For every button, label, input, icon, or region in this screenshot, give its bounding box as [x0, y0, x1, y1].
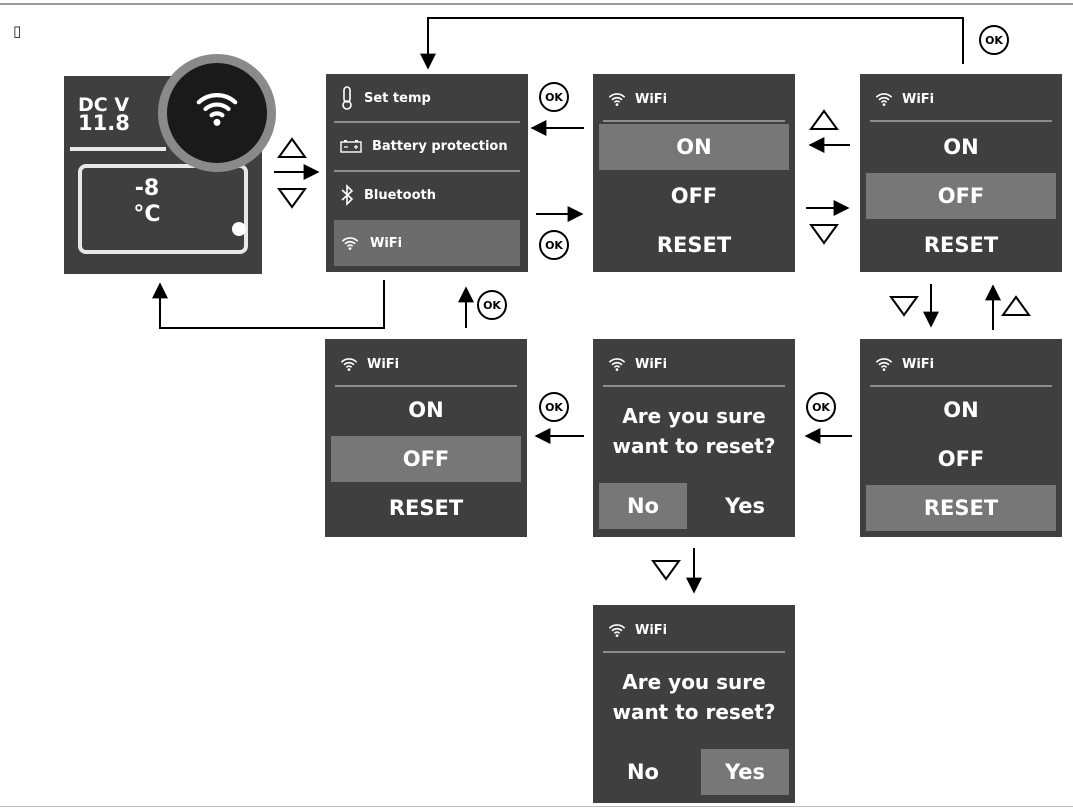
down-triangle-icon[interactable] [888, 294, 920, 318]
yes-button[interactable]: Yes [724, 494, 766, 518]
wifi-screen-off: WiFi ON OFF RESET [860, 74, 1062, 272]
screen-title: WiFi [635, 356, 668, 372]
header-divider [603, 651, 785, 653]
screen-title: WiFi [902, 356, 935, 372]
no-button[interactable]: No [626, 760, 659, 784]
wifi-status-badge [158, 54, 276, 172]
menu-divider [334, 170, 520, 172]
wifi-icon [876, 358, 892, 371]
confirm-screen-no: WiFi Are you sure want to reset? No Yes [593, 339, 795, 537]
option-reset[interactable]: RESET [866, 485, 1056, 531]
ok-button[interactable]: OK [539, 82, 569, 112]
ok-button[interactable]: OK [539, 392, 569, 422]
down-triangle-icon[interactable] [650, 558, 682, 582]
question-line: Are you sure [622, 404, 766, 428]
option-off[interactable]: OFF [937, 447, 985, 471]
status-dot [232, 222, 246, 236]
ok-button[interactable]: OK [539, 230, 569, 260]
arrow-top-loop [420, 17, 964, 70]
arrow-menu-back-home [152, 280, 385, 329]
question-line: want to reset? [612, 700, 776, 724]
ok-button[interactable]: OK [979, 25, 1009, 55]
option-off[interactable]: OFF [866, 173, 1056, 219]
temperature-frame: -8 °C [78, 164, 248, 254]
header-divider [603, 120, 785, 122]
option-off[interactable]: OFF [331, 436, 521, 482]
wifi-icon [341, 358, 357, 371]
option-reset[interactable]: RESET [923, 233, 999, 257]
battery-icon [340, 140, 362, 153]
screen-title: WiFi [635, 622, 668, 638]
temperature-unit: °C [133, 202, 161, 227]
wifi-icon [609, 624, 625, 637]
home-divider [70, 147, 166, 151]
option-on[interactable]: ON [408, 398, 444, 422]
menu-item-label: Battery protection [372, 138, 508, 154]
header-divider [870, 120, 1052, 122]
header-divider [870, 385, 1052, 387]
option-off[interactable]: OFF [670, 184, 718, 208]
screen-title: WiFi [367, 356, 400, 372]
wifi-screen-off-after-reset: WiFi ON OFF RESET [325, 339, 527, 537]
ok-button[interactable]: OK [477, 290, 507, 320]
up-triangle-icon[interactable] [276, 136, 308, 160]
menu-item-wifi[interactable]: WiFi [334, 220, 520, 266]
bottom-rule [0, 806, 1073, 807]
question-line: want to reset? [612, 434, 776, 458]
screen-header: WiFi [874, 88, 934, 110]
option-on[interactable]: ON [599, 124, 789, 170]
confirm-question: Are you sure want to reset? [593, 667, 795, 727]
wifi-icon [196, 93, 238, 126]
wifi-screen-reset: WiFi ON OFF RESET [860, 339, 1062, 537]
yes-button[interactable]: Yes [701, 749, 789, 795]
temperature-readout: -8 °C [82, 176, 212, 228]
bluetooth-icon [341, 184, 354, 206]
screen-header: WiFi [339, 353, 399, 375]
menu-item-battery-protection[interactable]: Battery protection [334, 124, 520, 168]
wifi-icon [876, 93, 892, 106]
menu-item-label: WiFi [370, 235, 403, 251]
menu-screen: Set temp Battery protection Bluetooth Wi… [326, 74, 528, 272]
screen-title: WiFi [902, 91, 935, 107]
down-triangle-icon[interactable] [808, 222, 840, 246]
wifi-icon [609, 358, 625, 371]
option-on[interactable]: ON [943, 398, 979, 422]
screen-header: WiFi [874, 353, 934, 375]
menu-item-label: Set temp [364, 90, 431, 106]
up-triangle-icon[interactable] [1000, 294, 1032, 318]
header-divider [335, 385, 517, 387]
up-triangle-icon[interactable] [808, 108, 840, 132]
confirm-question: Are you sure want to reset? [593, 401, 795, 461]
corner-glyph: ▯ [13, 22, 22, 40]
screen-header: WiFi [607, 353, 667, 375]
screen-title: WiFi [635, 91, 668, 107]
wifi-screen-on: WiFi ON OFF RESET [593, 74, 795, 272]
voltage-label: DC V [78, 94, 130, 116]
voltage-value: 11.8 [78, 111, 130, 135]
wifi-icon [609, 93, 625, 106]
temperature-value: -8 [134, 176, 160, 201]
screen-header: WiFi [607, 88, 667, 110]
menu-item-bluetooth[interactable]: Bluetooth [334, 173, 520, 217]
menu-item-label: Bluetooth [364, 187, 436, 203]
question-line: Are you sure [622, 670, 766, 694]
header-divider [603, 385, 785, 387]
ok-button[interactable]: OK [806, 392, 836, 422]
thermometer-icon [342, 86, 352, 110]
down-triangle-icon[interactable] [276, 186, 308, 210]
menu-divider [334, 121, 520, 123]
screen-header: WiFi [607, 619, 667, 641]
home-screen: DC V 11.8 -8 °C [64, 54, 276, 274]
menu-item-set-temp[interactable]: Set temp [334, 76, 520, 120]
voltage-readout: DC V 11.8 [78, 94, 130, 135]
confirm-screen-yes: WiFi Are you sure want to reset? No Yes [593, 605, 795, 803]
option-reset[interactable]: RESET [656, 233, 732, 257]
top-rule [0, 3, 1073, 5]
wifi-icon [342, 237, 358, 250]
option-reset[interactable]: RESET [388, 496, 464, 520]
option-on[interactable]: ON [943, 135, 979, 159]
no-button[interactable]: No [599, 483, 687, 529]
